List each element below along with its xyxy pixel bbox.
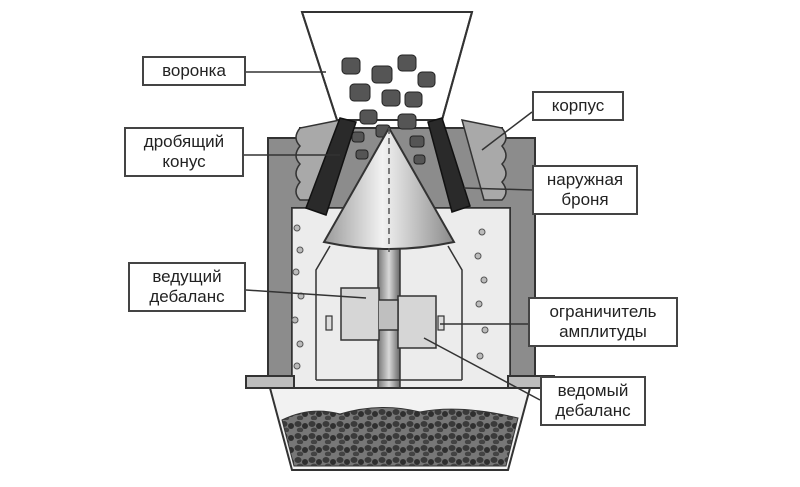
label-driven-unbalance: ведомый дебаланс: [540, 376, 646, 426]
label-crushing-cone: дробящий конус: [124, 127, 244, 177]
side-particles: [291, 224, 489, 370]
label-driving-unbalance: ведущий дебаланс: [128, 262, 246, 312]
housing-ribs: [295, 119, 507, 201]
leader-lines: [244, 71, 541, 401]
support-frame: [315, 245, 463, 381]
label-funnel: воронка: [142, 56, 246, 86]
outer-liner: [305, 117, 471, 216]
discharge-bin: [268, 387, 532, 471]
amplitude-limiter-left: [325, 315, 333, 331]
driving-unbalance: [340, 287, 380, 341]
label-outer-liner: наружная броня: [532, 165, 638, 215]
rocks: [341, 54, 436, 165]
driven-unbalance: [397, 295, 437, 349]
unbalance-coupling: [379, 299, 399, 331]
label-amplitude-limiter: ограничитель амплитуды: [528, 297, 678, 347]
amplitude-limiter-right: [437, 315, 445, 331]
label-housing: корпус: [532, 91, 624, 121]
crushing-cone: [322, 125, 456, 252]
